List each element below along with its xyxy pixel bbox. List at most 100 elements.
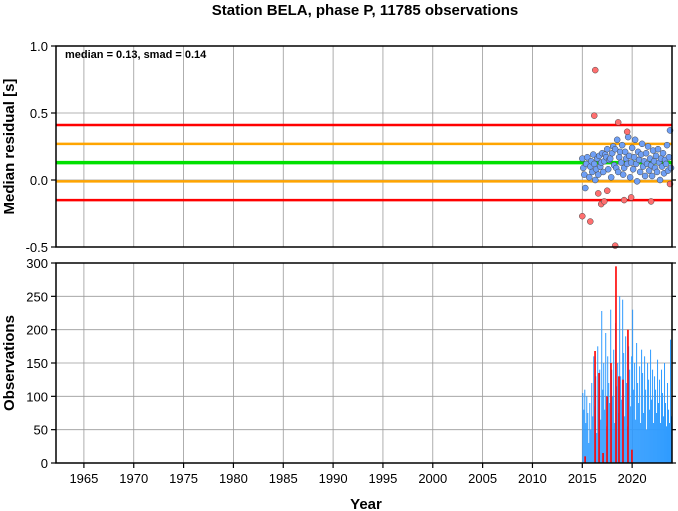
x-tick-label: 1985 <box>269 471 298 486</box>
y-tick-label: -0.5 <box>26 240 48 255</box>
observation-bar <box>591 383 593 463</box>
residual-point <box>587 218 594 225</box>
x-tick-label: 1995 <box>368 471 397 486</box>
observation-bar <box>650 349 652 463</box>
observation-bar <box>662 393 664 463</box>
observation-bar <box>636 343 638 463</box>
residual-point <box>645 167 653 174</box>
x-tick-label: 2010 <box>518 471 547 486</box>
y-tick-label: 100 <box>26 389 48 404</box>
observation-bar <box>670 339 672 463</box>
observation-bar <box>602 453 604 463</box>
residual-y-ticks: -0.50.00.51.0 <box>26 39 676 255</box>
observation-bar <box>620 376 622 463</box>
observation-bar <box>603 363 605 463</box>
observation-bar <box>651 399 653 463</box>
residual-point <box>611 145 619 153</box>
observation-bar <box>606 396 608 463</box>
observation-bar <box>589 403 591 463</box>
residual-point <box>582 184 589 192</box>
observation-bar <box>668 409 670 463</box>
x-tick-label: 1975 <box>169 471 198 486</box>
residual-point <box>638 140 646 148</box>
residual-point <box>659 149 667 157</box>
observation-bar <box>637 383 639 463</box>
observation-bar <box>610 363 612 463</box>
observation-bar <box>596 433 598 463</box>
median-smad-annotation: median = 0.13, smad = 0.14 <box>65 49 207 61</box>
residual-point <box>603 145 611 153</box>
residual-point <box>653 168 661 176</box>
observation-bar <box>625 336 627 463</box>
residual-point <box>606 155 614 162</box>
observation-bar <box>669 423 671 463</box>
observation-bar <box>631 356 633 463</box>
observation-bar <box>584 456 586 463</box>
observation-bar <box>645 389 647 463</box>
residual-point <box>579 212 586 220</box>
observation-bar <box>615 266 617 463</box>
residual-point <box>627 194 635 201</box>
observation-bar <box>585 423 587 463</box>
residual-point <box>644 143 652 150</box>
y-tick-label: 300 <box>26 256 48 271</box>
observation-bar <box>647 363 649 463</box>
observation-bar <box>658 403 660 463</box>
observation-bar <box>648 379 650 463</box>
y-tick-label: 50 <box>34 423 48 438</box>
residual-point <box>623 128 631 136</box>
observation-bar <box>635 419 637 463</box>
x-tick-label: 1990 <box>319 471 348 486</box>
residual-y-axis-label: Median residual [s] <box>1 79 18 215</box>
observation-bar <box>634 363 636 463</box>
observation-bar <box>652 369 654 463</box>
observation-bar <box>667 383 669 463</box>
observation-bar <box>665 403 667 463</box>
observation-bar <box>646 429 648 463</box>
observation-bar <box>613 349 615 463</box>
observation-bar <box>583 409 585 463</box>
residual-point <box>581 171 588 178</box>
observation-bar <box>614 423 616 463</box>
residual-point <box>647 198 655 205</box>
residual-point <box>594 171 602 178</box>
observation-bar <box>588 443 590 463</box>
observation-bar <box>604 409 606 463</box>
residual-point <box>615 153 623 161</box>
y-tick-label: 1.0 <box>30 39 48 54</box>
residual-point <box>631 136 639 144</box>
y-tick-label: 0.0 <box>30 173 48 188</box>
observation-bar <box>654 376 656 463</box>
observation-bar <box>649 409 651 463</box>
residual-point <box>591 176 599 184</box>
observations-bars <box>582 266 672 463</box>
residual-point <box>628 144 636 152</box>
observation-bar <box>598 373 600 463</box>
observations-y-axis-label: Observations <box>1 315 18 411</box>
y-tick-label: 150 <box>26 356 48 371</box>
residual-panel: -0.50.00.51.0 median = 0.13, smad = 0.14… <box>1 39 676 255</box>
observation-bar <box>638 403 640 463</box>
observation-bar <box>582 393 584 463</box>
observation-bar <box>609 403 611 463</box>
observation-bar <box>630 406 632 463</box>
residual-point <box>600 198 608 205</box>
residual-point <box>620 196 628 204</box>
observation-bar <box>621 399 623 463</box>
residual-point <box>586 174 593 181</box>
residual-point <box>636 168 644 176</box>
observation-bar <box>666 426 668 463</box>
observation-bar <box>655 389 657 463</box>
observation-bar <box>608 383 610 463</box>
residual-point <box>633 178 641 185</box>
x-axis-label: Year <box>350 496 382 511</box>
residual-point <box>667 164 675 172</box>
observation-bar <box>631 449 633 463</box>
observation-bar <box>617 363 619 463</box>
residual-point <box>652 152 660 160</box>
observation-bar <box>612 396 614 463</box>
residual-reference-lines <box>56 123 672 202</box>
